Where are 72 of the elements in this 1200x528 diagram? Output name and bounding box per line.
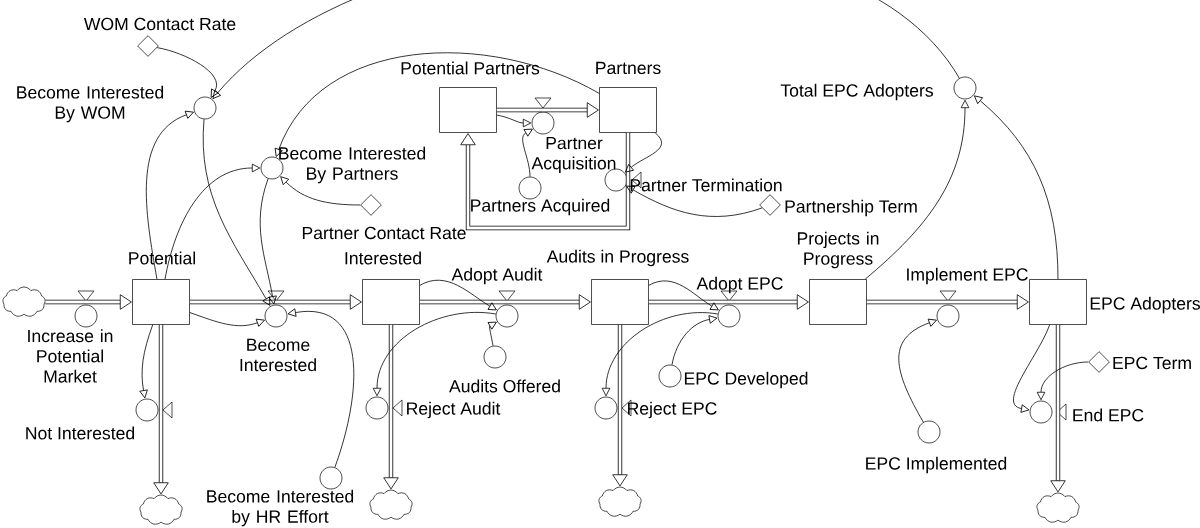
- cloud-symbol: [598, 486, 642, 517]
- link-arrow: [1013, 324, 1051, 413]
- variable-name: Become Interested By WOM: [17, 85, 164, 123]
- flow-pipe: [419, 294, 591, 310]
- variable-name: Total EPC Adopters: [780, 83, 933, 101]
- link-arrow: [139, 324, 154, 399]
- variable-name: End EPC: [1073, 408, 1144, 422]
- link-arrow: [259, 178, 277, 305]
- variable-name: Adopt EPC: [696, 276, 783, 294]
- link-arrow: [156, 47, 219, 98]
- variable-name: EPC Developed: [684, 371, 808, 389]
- variable-name: Interested: [345, 251, 421, 265]
- variable-name: EPC Implemented: [866, 456, 1007, 474]
- link-arrow: [522, 128, 533, 178]
- variable-name: Audits in Progress: [546, 249, 689, 267]
- link-arrow: [898, 318, 937, 423]
- flow-pipe: [866, 294, 1029, 310]
- variable-name: EPC Adopters: [1090, 296, 1200, 314]
- variable-name: Partners Acquired: [471, 198, 610, 216]
- link-arrow: [648, 280, 719, 311]
- flow-pipe: [496, 102, 599, 118]
- variable-name: Partnership Term: [785, 199, 917, 217]
- variable-name: Not Interested: [26, 426, 135, 440]
- link-arrow: [601, 312, 719, 397]
- link-arrow: [372, 312, 497, 397]
- variable-name: Partner Contact Rate: [302, 226, 466, 240]
- link-arrow: [212, 0, 960, 100]
- flow-pipe: [189, 294, 362, 310]
- variable-name: Partners: [596, 61, 661, 75]
- variable-name: EPC Term: [1113, 356, 1191, 370]
- variable-name: Increase in Potential Market: [28, 329, 113, 383]
- link-arrow: [487, 321, 497, 347]
- variable-name: Reject EPC: [628, 401, 717, 419]
- link-arrow: [626, 185, 763, 217]
- cloud-symbol: [139, 494, 183, 525]
- link-arrow: [496, 114, 532, 128]
- variable-name: Projects in Progress: [797, 231, 879, 269]
- variable-name: Adopt Audit: [451, 267, 543, 285]
- link-arrow: [274, 52, 600, 157]
- variable-name: Become Interested by HR Effort: [207, 489, 354, 527]
- flow-pipe: [460, 132, 631, 231]
- cloud-symbol: [2, 286, 46, 317]
- variable-name: Potential Partners: [401, 61, 540, 75]
- link-arrow: [1036, 361, 1089, 401]
- flow-pipe: [1050, 324, 1066, 493]
- flow-pipe: [612, 324, 628, 487]
- flow-pipe: [153, 324, 169, 495]
- flow-pipe: [45, 294, 132, 310]
- link-arrow: [419, 279, 497, 311]
- variable-name: Reject Audit: [407, 401, 501, 419]
- variable-name: Become Interested: [240, 338, 316, 372]
- link-arrow: [189, 312, 265, 327]
- link-arrow: [625, 132, 662, 173]
- variable-name: Partner Acquisition: [531, 137, 616, 173]
- variable-name: Partner Termination: [630, 178, 782, 192]
- link-arrow: [974, 95, 1059, 280]
- link-arrow: [671, 315, 718, 366]
- variable-name: Audits Offered: [449, 379, 560, 393]
- link-arrow: [280, 176, 361, 206]
- link-arrow: [145, 110, 194, 280]
- cloud-symbol: [369, 489, 413, 520]
- link-arrow: [202, 118, 271, 306]
- link-arrow: [864, 99, 970, 280]
- link-arrow: [287, 308, 355, 468]
- link-arrow: [164, 163, 261, 280]
- variable-name: Become Interested By Partners: [279, 146, 426, 184]
- flow-pipe: [648, 294, 809, 310]
- cloud-symbol: [1036, 492, 1080, 523]
- flow-pipe: [383, 324, 399, 490]
- variable-name: Implement EPC: [907, 267, 1028, 285]
- variable-name: WOM Contact Rate: [83, 17, 236, 31]
- variable-name: Potential: [129, 251, 195, 265]
